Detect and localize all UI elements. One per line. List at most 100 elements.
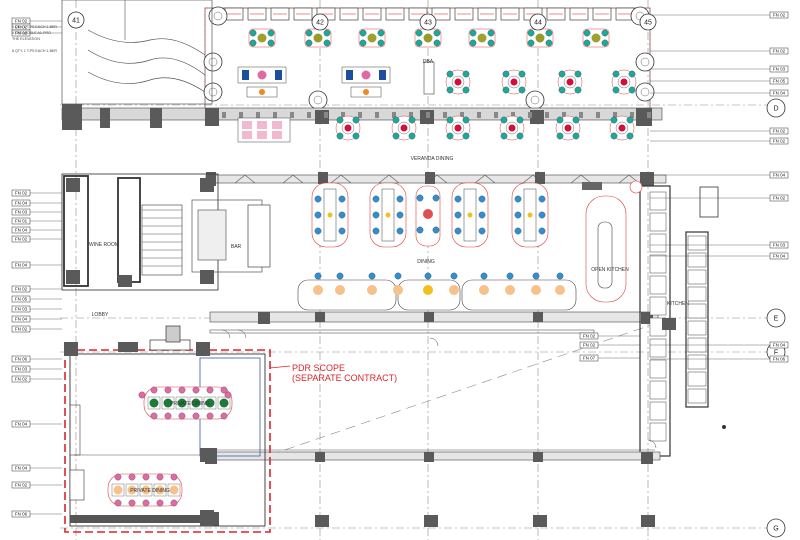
planter-inner xyxy=(208,57,218,67)
bottom-pier xyxy=(641,515,655,527)
chair xyxy=(359,29,367,37)
chair xyxy=(392,132,400,140)
chair xyxy=(206,412,214,420)
veranda-table xyxy=(313,33,323,43)
interior-pier xyxy=(425,172,435,184)
column-bubble-label: 44 xyxy=(534,20,542,27)
door-swing xyxy=(237,329,247,339)
prep-counter xyxy=(649,380,667,400)
finish-tag-label: FN 04 xyxy=(15,466,28,471)
kitchen-equipment xyxy=(687,269,707,285)
core-pier xyxy=(118,275,132,287)
column-bubble xyxy=(67,11,85,29)
chair xyxy=(323,39,331,47)
room-label-dba: DBA xyxy=(423,59,434,65)
finish-tag-label: FN 02 xyxy=(15,237,28,242)
corridor-pier xyxy=(424,312,434,322)
finish-tag-label: FN 02 xyxy=(773,129,786,134)
chair xyxy=(469,39,477,47)
chair xyxy=(610,132,618,140)
mullion xyxy=(596,112,600,118)
chair xyxy=(392,116,400,124)
note-line-1: 6 QTY, 1 T.PS EACH 1-BER xyxy=(12,25,57,29)
pier xyxy=(62,104,82,130)
planter-inner xyxy=(640,57,650,67)
finish-tag-label: FN 02 xyxy=(15,191,28,196)
finish-tag-label: FN 03 xyxy=(15,307,28,312)
chair xyxy=(516,132,524,140)
chair xyxy=(372,195,380,203)
stair xyxy=(141,204,183,276)
bay-window xyxy=(330,174,352,184)
chair xyxy=(352,116,360,124)
dining-table xyxy=(449,285,459,295)
mullion xyxy=(443,112,447,118)
chair xyxy=(415,39,423,47)
chair xyxy=(323,29,331,37)
pdr-pier xyxy=(200,510,214,526)
chair xyxy=(601,39,609,47)
room-label-private-dining-1: PRIVATE DINING xyxy=(170,401,210,407)
pdr-cabinet xyxy=(69,404,81,456)
bay-window xyxy=(378,174,400,184)
chair xyxy=(462,70,470,78)
sofa-cushion xyxy=(379,70,386,80)
column-bubble xyxy=(529,13,547,31)
veranda-table xyxy=(477,33,487,43)
planter xyxy=(208,6,228,26)
bottom-pier xyxy=(424,515,438,527)
round-table xyxy=(564,124,572,132)
bay-window xyxy=(474,174,496,184)
dining-table xyxy=(479,285,489,295)
planter xyxy=(525,90,545,110)
mullion xyxy=(409,112,413,118)
dining-table xyxy=(313,285,323,295)
note-line-2: 6 THE MIDDLE A1-PRO xyxy=(12,31,51,35)
chair xyxy=(394,272,402,280)
bench-seat xyxy=(272,121,282,129)
finish-tag-label: FN 02 xyxy=(773,13,786,18)
chair xyxy=(583,39,591,47)
chair xyxy=(487,39,495,47)
chair xyxy=(305,29,313,37)
pdr-table-large-center xyxy=(205,398,215,408)
chair xyxy=(518,70,526,78)
finish-tag-label: FN 04 xyxy=(773,173,786,178)
chair xyxy=(454,195,462,203)
chair xyxy=(628,70,636,78)
banquette xyxy=(297,279,397,311)
mullion xyxy=(494,112,498,118)
prep-counter xyxy=(649,212,667,232)
pdr-scope-leader xyxy=(269,365,291,369)
round-table xyxy=(508,124,516,132)
chair xyxy=(545,39,553,47)
chair xyxy=(415,29,423,37)
finish-tag-label: FN 02 xyxy=(15,327,28,332)
pier xyxy=(205,108,219,126)
corridor-pier xyxy=(258,312,270,324)
prep-counter xyxy=(649,401,667,421)
south-wall-band xyxy=(209,451,661,461)
bay-window xyxy=(426,174,448,184)
room-label-veranda-dining: VERANDA DINING xyxy=(411,156,454,162)
room-label-kitchen: KITCHEN xyxy=(667,301,689,307)
core-pier xyxy=(200,178,214,192)
finish-tag-label: FN 04 xyxy=(15,263,28,268)
pier xyxy=(150,108,162,128)
bay-window xyxy=(234,174,256,184)
column-bubble-label: 42 xyxy=(316,20,324,27)
chair xyxy=(267,39,275,47)
chair xyxy=(558,86,566,94)
veranda-table xyxy=(423,33,433,43)
chair xyxy=(377,39,385,47)
mullion xyxy=(239,112,243,118)
lounge-table xyxy=(257,70,267,80)
pdr-pier xyxy=(64,342,78,356)
prep-counter xyxy=(649,191,667,211)
curved-step xyxy=(87,29,206,56)
mullion xyxy=(562,112,566,118)
column-bubble xyxy=(311,13,329,31)
chair xyxy=(583,29,591,37)
south-pier xyxy=(533,452,543,462)
